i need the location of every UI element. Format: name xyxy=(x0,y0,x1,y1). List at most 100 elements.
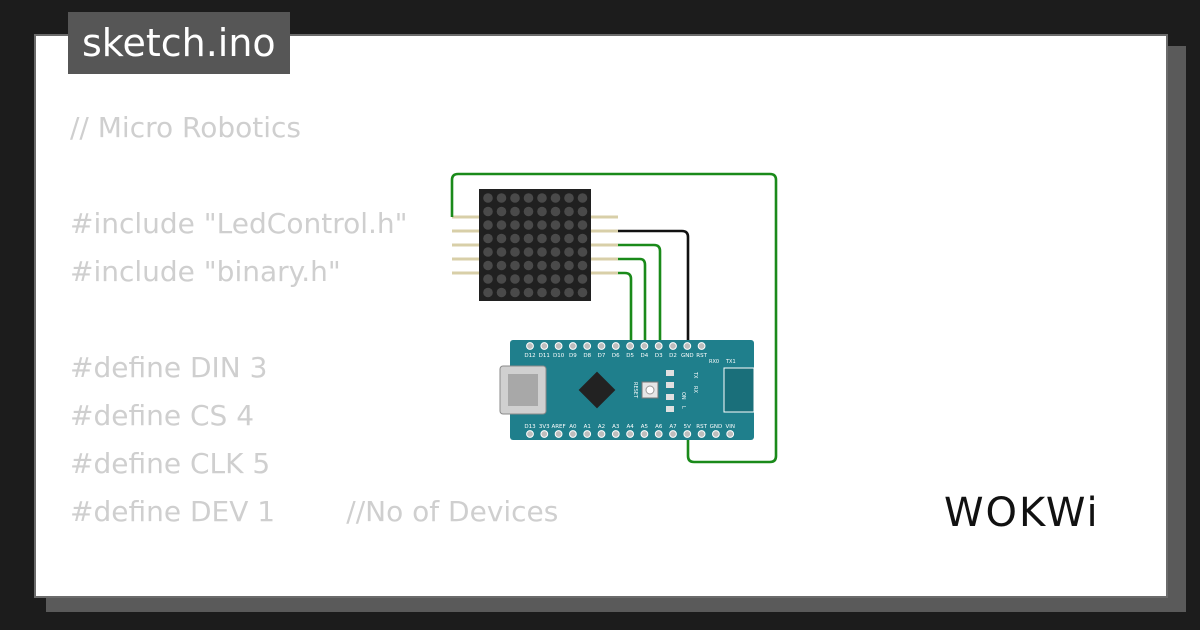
matrix-led xyxy=(523,247,534,257)
matrix-led xyxy=(550,247,561,257)
top-pin-d5[interactable] xyxy=(626,342,634,350)
serial-label-rx: RX0 xyxy=(709,359,719,365)
top-pin-d6[interactable] xyxy=(611,342,620,350)
wire-din[interactable] xyxy=(618,243,662,345)
bottom-pin-3v3[interactable] xyxy=(540,430,549,438)
top-pin-d12[interactable] xyxy=(526,342,534,350)
matrix-led xyxy=(564,206,574,217)
matrix-led xyxy=(483,247,493,257)
bottom-pin-a0[interactable] xyxy=(569,430,577,438)
bottom-pin-label: 3V3 xyxy=(539,424,550,430)
top-pin-gnd[interactable] xyxy=(683,342,692,350)
bottom-pin-d13[interactable] xyxy=(526,430,534,438)
code-line: #include "LedControl.h" xyxy=(70,207,408,240)
matrix-led xyxy=(550,193,561,203)
matrix-led xyxy=(564,193,574,203)
bottom-pin-vin[interactable] xyxy=(726,430,735,438)
bottom-pin-label: AREF xyxy=(551,424,565,430)
matrix-led xyxy=(496,233,507,244)
matrix-led xyxy=(483,287,493,298)
led-matrix[interactable] xyxy=(479,189,591,301)
matrix-led xyxy=(496,206,507,217)
matrix-led xyxy=(550,287,561,298)
bottom-pin-a7[interactable] xyxy=(669,430,677,438)
top-pin-label: D7 xyxy=(598,353,606,359)
matrix-led xyxy=(483,233,493,244)
matrix-led xyxy=(550,206,561,217)
matrix-led xyxy=(550,274,561,284)
wires xyxy=(450,172,778,464)
matrix-led xyxy=(496,274,507,284)
top-pin-d10[interactable] xyxy=(554,342,563,350)
matrix-led xyxy=(483,260,493,271)
bottom-pin-a2[interactable] xyxy=(597,430,606,438)
matrix-led xyxy=(510,247,520,257)
code-preview: // Micro Robotics #include "LedControl.h… xyxy=(70,104,686,596)
top-pin-d11[interactable] xyxy=(540,342,549,350)
top-pin-d8[interactable] xyxy=(583,342,592,350)
top-pin-label: D12 xyxy=(524,353,535,359)
code-line: #define CLK 5 xyxy=(70,447,271,480)
matrix-led xyxy=(564,287,574,298)
matrix-led xyxy=(523,193,534,203)
code-line: #define DEV 1 //No of Devices xyxy=(70,495,559,528)
matrix-led xyxy=(577,274,588,284)
matrix-led xyxy=(537,206,547,217)
bottom-pin-rst[interactable] xyxy=(697,430,706,438)
matrix-led xyxy=(564,220,574,230)
wire-vcc[interactable] xyxy=(450,172,778,464)
matrix-led xyxy=(483,220,493,230)
wire-gnd[interactable] xyxy=(618,229,690,345)
bottom-pin-label: A3 xyxy=(612,424,620,430)
matrix-led xyxy=(510,220,520,230)
matrix-led xyxy=(523,287,534,298)
bottom-pin-label: A6 xyxy=(655,424,663,430)
wire-cs[interactable] xyxy=(618,257,647,345)
matrix-led xyxy=(523,206,534,217)
matrix-led xyxy=(577,233,588,244)
bottom-pin-aref[interactable] xyxy=(554,430,563,438)
matrix-led xyxy=(523,220,534,230)
matrix-led xyxy=(523,260,534,271)
bottom-pin-label: A5 xyxy=(641,424,649,430)
top-pin-d4[interactable] xyxy=(640,342,649,350)
top-pin-d3[interactable] xyxy=(654,342,663,350)
bottom-pin-a4[interactable] xyxy=(626,430,634,438)
wire-clk[interactable] xyxy=(618,271,633,345)
led-label-l: L xyxy=(680,406,686,409)
top-pin-label: D10 xyxy=(553,353,565,359)
bottom-pin-a5[interactable] xyxy=(640,430,649,438)
top-pin-d9[interactable] xyxy=(569,342,577,350)
bottom-pin-label: VIN xyxy=(725,424,735,430)
bottom-pin-label: RST xyxy=(696,424,707,430)
matrix-led xyxy=(577,260,588,271)
bottom-pin-a6[interactable] xyxy=(654,430,663,438)
matrix-led xyxy=(523,274,534,284)
matrix-led xyxy=(537,247,547,257)
matrix-pins xyxy=(452,215,618,275)
matrix-led xyxy=(537,220,547,230)
matrix-led xyxy=(523,233,534,244)
serial-label-tx: TX1 xyxy=(725,359,736,365)
top-pin-d7[interactable] xyxy=(597,342,606,350)
top-pin-rst[interactable] xyxy=(697,342,706,350)
matrix-led xyxy=(577,206,588,217)
top-pin-label: D11 xyxy=(539,353,550,359)
matrix-led xyxy=(510,287,520,298)
matrix-led xyxy=(550,233,561,244)
bottom-pin-label: A1 xyxy=(584,424,591,430)
matrix-led xyxy=(564,274,574,284)
bottom-pin-a3[interactable] xyxy=(611,430,620,438)
bottom-pin-gnd[interactable] xyxy=(712,430,720,438)
bottom-pin-5v[interactable] xyxy=(683,430,692,438)
top-pin-d2[interactable] xyxy=(669,342,677,350)
matrix-led xyxy=(577,220,588,230)
bottom-pin-label: GND xyxy=(710,424,723,430)
top-pin-label: D8 xyxy=(583,353,591,359)
led-label-tx: TX xyxy=(692,371,698,379)
bottom-pin-a1[interactable] xyxy=(583,430,592,438)
top-pin-label: RST xyxy=(696,353,707,359)
matrix-led xyxy=(483,274,493,284)
